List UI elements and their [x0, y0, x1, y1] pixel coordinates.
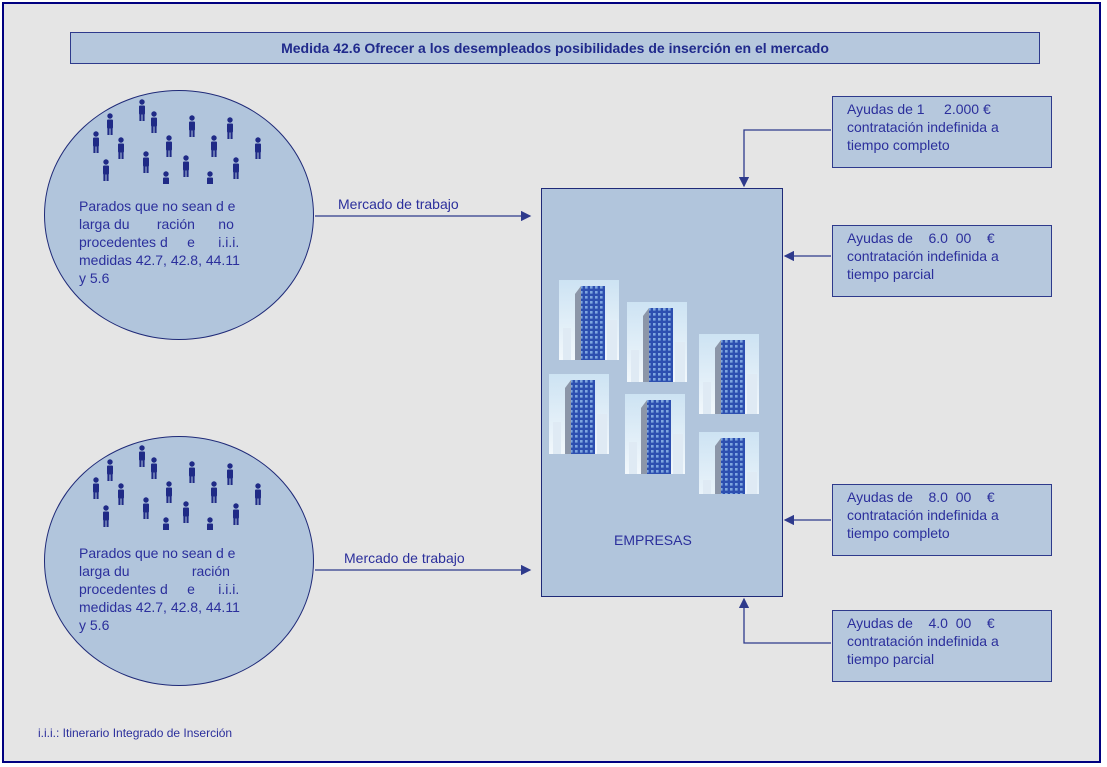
unemployed-group-1 [44, 90, 314, 340]
aid-box-4: Ayudas de 4.0 00 € contratación indefini… [832, 610, 1052, 682]
group-1-description: Parados que no sean d e larga du ración … [79, 198, 240, 286]
aid-box-2: Ayudas de 6.0 00 € contratación indefini… [832, 225, 1052, 297]
person-icon [93, 99, 261, 184]
group-2-description: Parados que no sean d e larga du ración … [79, 545, 240, 633]
office-building-icon [549, 280, 759, 494]
aid-box-1: Ayudas de 1 2.000 € contratación indefin… [832, 96, 1052, 168]
companies-label: EMPRESAS [614, 532, 692, 548]
market-label-2: Mercado de trabajo [344, 550, 465, 566]
arrow-aid-1 [738, 129, 831, 188]
diagram-title: Medida 42.6 Ofrecer a los desempleados p… [281, 40, 829, 56]
connector-layer [315, 129, 831, 644]
title-box: Medida 42.6 Ofrecer a los desempleados p… [70, 32, 1040, 64]
unemployed-group-2 [44, 436, 314, 686]
market-label-1: Mercado de trabajo [338, 196, 459, 212]
footnote: i.i.i.: Itinerario Integrado de Inserció… [38, 726, 233, 740]
person-icon [93, 445, 261, 530]
arrow-aid-4 [738, 597, 831, 644]
aid-box-3: Ayudas de 8.0 00 € contratación indefini… [832, 484, 1052, 556]
